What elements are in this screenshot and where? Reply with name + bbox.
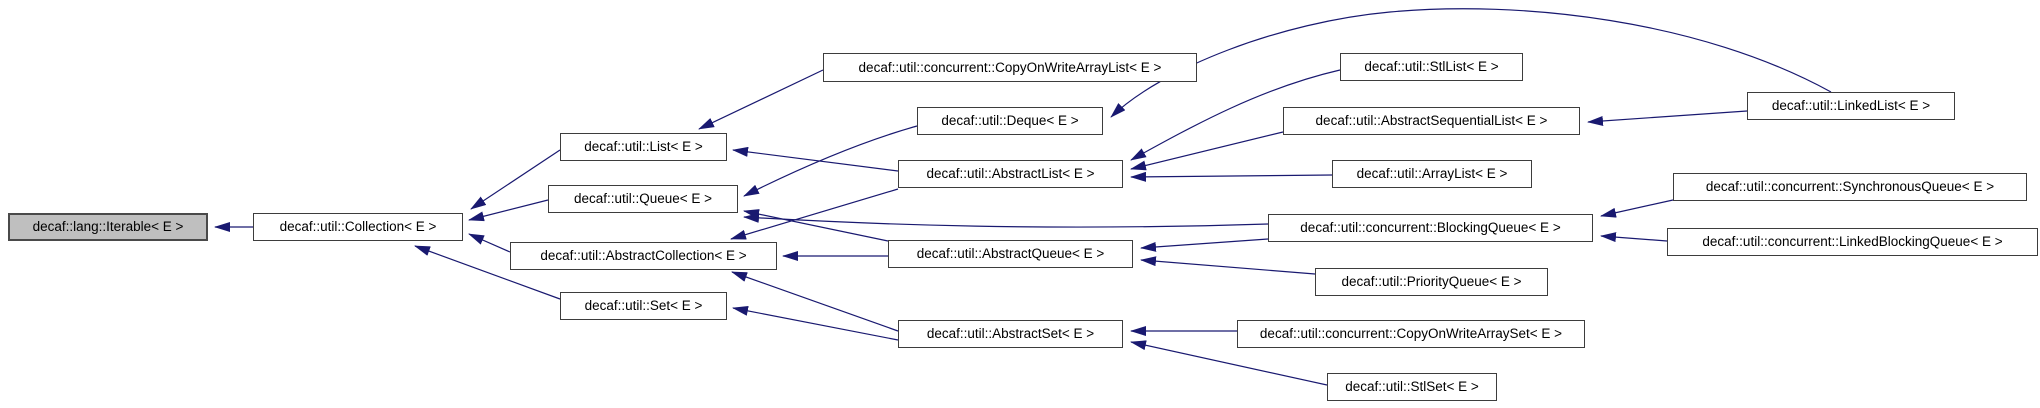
class-node-stlset[interactable]: decaf::util::StlSet< E > <box>1327 373 1497 401</box>
class-node-set[interactable]: decaf::util::Set< E > <box>560 292 727 320</box>
class-node-label: decaf::util::Deque< E > <box>941 113 1079 129</box>
inheritance-edge-abstractlist-to-abstractcollection <box>730 188 899 240</box>
class-node-linkedlist[interactable]: decaf::util::LinkedList< E > <box>1747 92 1955 120</box>
class-node-list[interactable]: decaf::util::List< E > <box>560 133 727 161</box>
class-node-label: decaf::util::concurrent::LinkedBlockingQ… <box>1702 234 2003 250</box>
class-node-label: decaf::util::Queue< E > <box>573 191 713 207</box>
class-node-label: decaf::util::StlList< E > <box>1364 59 1499 75</box>
class-node-label: decaf::util::concurrent::CopyOnWriteArra… <box>858 59 1162 75</box>
class-node-abstractcollection[interactable]: decaf::util::AbstractCollection< E > <box>510 242 777 270</box>
class-node-label: decaf::util::concurrent::CopyOnWriteArra… <box>1259 326 1563 342</box>
class-node-label: decaf::util::AbstractSet< E > <box>926 326 1095 342</box>
class-node-arraylist[interactable]: decaf::util::ArrayList< E > <box>1332 160 1532 188</box>
class-node-copyonwritearrayset[interactable]: decaf::util::concurrent::CopyOnWriteArra… <box>1237 320 1585 348</box>
class-node-abstractset[interactable]: decaf::util::AbstractSet< E > <box>898 320 1123 348</box>
inheritance-edge-abstractset-to-abstractcollection <box>731 271 899 332</box>
class-node-iterable: decaf::lang::Iterable< E > <box>8 213 208 241</box>
class-node-abstractlist[interactable]: decaf::util::AbstractList< E > <box>898 160 1123 188</box>
class-node-label: decaf::util::PriorityQueue< E > <box>1341 274 1522 290</box>
inheritance-edge-priorityqueue-to-abstractqueue <box>1140 256 1316 275</box>
inheritance-edge-set-to-collection <box>414 245 561 300</box>
class-node-linkedblockingqueue[interactable]: decaf::util::concurrent::LinkedBlockingQ… <box>1667 228 2038 256</box>
inheritance-edge-linkedlist-to-abstractsequentiallist <box>1587 110 1748 126</box>
class-node-label: decaf::util::concurrent::SynchronousQueu… <box>1705 179 1995 195</box>
inheritance-edge-blockingqueue-to-queue <box>743 212 1269 228</box>
inheritance-edge-queue-to-collection <box>468 199 549 222</box>
inheritance-edge-list-to-collection <box>470 149 561 210</box>
inheritance-edge-deque-to-queue <box>743 125 918 197</box>
class-node-stllist[interactable]: decaf::util::StlList< E > <box>1340 53 1523 81</box>
class-node-label: decaf::util::Set< E > <box>584 298 703 314</box>
inheritance-edge-copyonwritearraylist-to-list <box>698 69 824 130</box>
inheritance-edge-blockingqueue-to-abstractqueue <box>1140 238 1269 252</box>
inheritance-edge-abstractset-to-set <box>732 305 899 341</box>
inheritance-edge-abstractsequentiallist-to-abstractlist <box>1130 131 1284 171</box>
inheritance-edge-stllist-to-abstractlist <box>1130 69 1341 161</box>
class-node-label: decaf::util::LinkedList< E > <box>1771 98 1931 114</box>
class-node-label: decaf::util::List< E > <box>584 139 703 155</box>
inheritance-edge-synchronousqueue-to-blockingqueue <box>1600 199 1674 218</box>
class-node-label: decaf::util::ArrayList< E > <box>1356 166 1508 182</box>
class-node-synchronousqueue[interactable]: decaf::util::concurrent::SynchronousQueu… <box>1673 173 2027 201</box>
inheritance-edge-abstractcollection-to-collection <box>468 233 511 253</box>
class-node-collection[interactable]: decaf::util::Collection< E > <box>253 213 463 241</box>
class-node-priorityqueue[interactable]: decaf::util::PriorityQueue< E > <box>1315 268 1548 296</box>
class-node-label: decaf::util::Collection< E > <box>279 219 437 235</box>
class-node-label: decaf::lang::Iterable< E > <box>32 219 184 235</box>
class-node-label: decaf::util::AbstractCollection< E > <box>540 248 747 264</box>
class-node-queue[interactable]: decaf::util::Queue< E > <box>548 185 738 213</box>
inheritance-edge-arraylist-to-abstractlist <box>1130 171 1333 182</box>
inheritance-edge-linkedblockingqueue-to-blockingqueue <box>1600 232 1668 243</box>
class-node-label: decaf::util::StlSet< E > <box>1345 379 1479 395</box>
class-node-label: decaf::util::AbstractSequentialList< E > <box>1315 113 1548 129</box>
class-node-deque[interactable]: decaf::util::Deque< E > <box>917 107 1103 135</box>
class-node-abstractsequentiallist[interactable]: decaf::util::AbstractSequentialList< E > <box>1283 107 1580 135</box>
class-node-label: decaf::util::AbstractQueue< E > <box>916 246 1105 262</box>
class-node-label: decaf::util::AbstractList< E > <box>926 166 1095 182</box>
inheritance-edge-abstractlist-to-list <box>732 146 899 172</box>
class-node-blockingqueue[interactable]: decaf::util::concurrent::BlockingQueue< … <box>1268 214 1593 242</box>
class-node-abstractqueue[interactable]: decaf::util::AbstractQueue< E > <box>888 240 1133 268</box>
inheritance-edge-abstractqueue-to-queue <box>743 209 889 242</box>
inheritance-edge-stlset-to-abstractset <box>1130 340 1328 386</box>
class-node-label: decaf::util::concurrent::BlockingQueue< … <box>1300 220 1561 236</box>
class-node-copyonwritearraylist[interactable]: decaf::util::concurrent::CopyOnWriteArra… <box>823 53 1197 82</box>
